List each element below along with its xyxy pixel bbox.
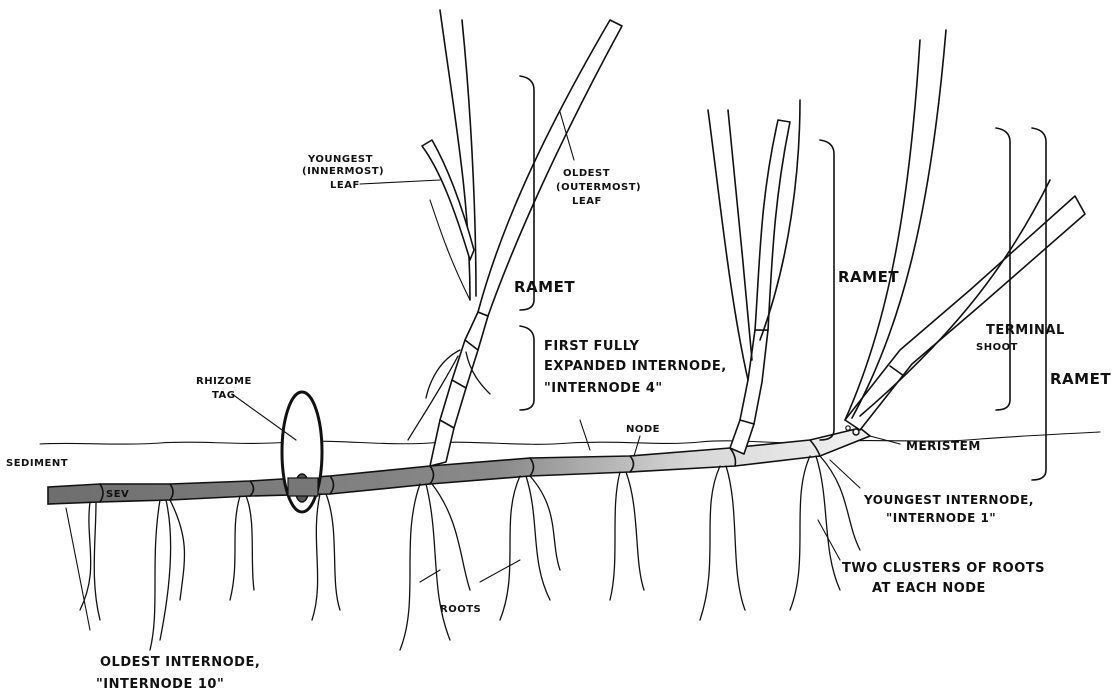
label-first-internode-2: EXPANDED INTERNODE, — [544, 359, 727, 374]
label-terminal-shoot-2: SHOOT — [976, 342, 1018, 353]
ramet-shoot-2 — [708, 100, 800, 454]
ramet-shoot-1 — [408, 10, 622, 466]
label-youngest-leaf-2: (INNERMOST) — [302, 166, 384, 177]
terminal-shoot — [845, 30, 1085, 435]
label-sev: SEV — [106, 489, 129, 500]
label-first-internode-1: FIRST FULLY — [544, 339, 639, 354]
label-terminal-shoot-1: TERMINAL — [986, 323, 1065, 338]
label-ramet-1: RAMET — [514, 278, 575, 296]
label-youngest-leaf-1: YOUNGEST — [307, 154, 373, 165]
label-node: NODE — [626, 424, 660, 435]
label-oldest-internode-2: "INTERNODE 10" — [96, 677, 224, 692]
label-oldest-leaf-2: (OUTERMOST) — [556, 182, 641, 193]
label-oldest-leaf-3: LEAF — [572, 196, 602, 207]
label-rhizome-tag-1: RHIZOME — [196, 376, 252, 387]
label-sediment: SEDIMENT — [6, 458, 68, 469]
label-oldest-leaf-1: OLDEST — [563, 168, 610, 179]
label-meristem: MERISTEM — [906, 439, 981, 453]
label-two-clusters-2: AT EACH NODE — [872, 581, 986, 596]
label-ramet-3: RAMET — [1050, 370, 1111, 388]
rhizome-tag — [282, 392, 322, 512]
label-youngest-leaf-3: LEAF — [330, 180, 360, 191]
label-ramet-2: RAMET — [838, 268, 899, 286]
label-two-clusters-1: TWO CLUSTERS OF ROOTS — [842, 561, 1045, 576]
label-first-internode-3: "INTERNODE 4" — [544, 381, 663, 396]
label-oldest-internode-1: OLDEST INTERNODE, — [100, 655, 260, 670]
label-youngest-internode-2: "INTERNODE 1" — [886, 511, 996, 525]
label-youngest-internode-1: YOUNGEST INTERNODE, — [863, 493, 1034, 507]
label-roots: ROOTS — [440, 604, 481, 615]
label-rhizome-tag-2: TAG — [212, 390, 236, 401]
